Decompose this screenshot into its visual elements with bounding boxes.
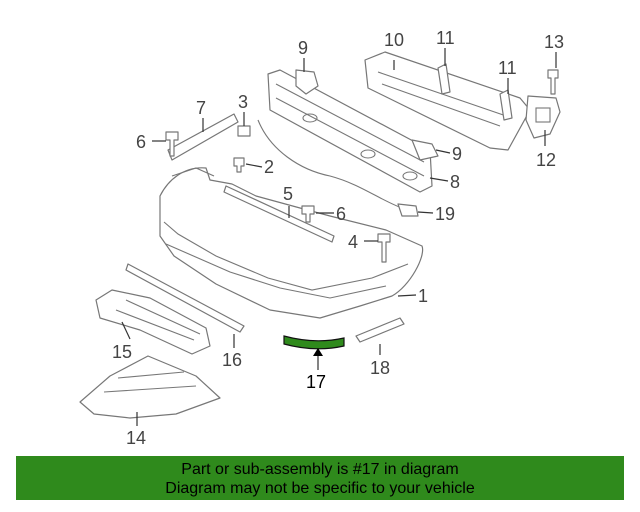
part-16-lower-strip[interactable] [125, 263, 245, 333]
part-15-air-deflector[interactable] [95, 289, 211, 355]
callout-2: 2 [264, 157, 274, 177]
part-5-side-rail[interactable] [223, 185, 335, 243]
callout-4: 4 [348, 232, 358, 252]
callout-9a: 9 [298, 38, 308, 58]
part-7-trim-strip[interactable] [167, 113, 239, 161]
part-13-bolt[interactable] [547, 69, 559, 95]
callout-15: 15 [112, 342, 132, 362]
part-11-bracket[interactable] [437, 63, 451, 95]
part-9-bracket[interactable] [295, 69, 319, 95]
part-11-bracket-2[interactable] [499, 89, 513, 121]
callout-5: 5 [283, 184, 293, 204]
callout-6b: 6 [336, 204, 346, 224]
leader-lines [121, 48, 557, 426]
part-19-wire-harness[interactable] [257, 119, 419, 217]
part-3-clip[interactable] [237, 125, 251, 137]
part-2-screw[interactable] [233, 157, 245, 173]
banner-line-1: Part or sub-assembly is #17 in diagram [181, 461, 459, 478]
callout-6a: 6 [136, 132, 146, 152]
part-1-bumper-cover[interactable] [159, 167, 424, 319]
callout-8: 8 [450, 172, 460, 192]
part-14-splash-shield[interactable] [79, 355, 221, 419]
callout-12: 12 [536, 150, 556, 170]
part-8-reinforcement[interactable] [267, 69, 433, 193]
callout-14: 14 [126, 428, 146, 448]
callout-13: 13 [544, 32, 564, 52]
callout-11a: 11 [436, 28, 455, 48]
callout-11b: 11 [498, 58, 517, 78]
part-17-highlighted[interactable] [283, 335, 345, 350]
callout-18: 18 [370, 358, 390, 378]
parts-diagram: 9 10 11 11 13 7 3 6 9 12 2 8 5 6 19 4 1 … [79, 28, 564, 448]
part-12-mount-bracket[interactable] [525, 95, 561, 139]
callout-16: 16 [222, 350, 242, 370]
callout-10: 10 [384, 30, 404, 50]
part-18-reflector-strip[interactable] [355, 317, 405, 343]
part-4-clip[interactable] [377, 233, 391, 263]
callout-9b: 9 [452, 144, 462, 164]
info-banner: Part or sub-assembly is #17 in diagram D… [16, 456, 624, 500]
callout-1: 1 [418, 286, 428, 306]
callout-19: 19 [435, 204, 455, 224]
callout-3: 3 [238, 92, 248, 112]
part-6-bolt-2[interactable] [301, 205, 315, 223]
part-9-bracket-2[interactable] [411, 139, 439, 161]
callout-7: 7 [196, 98, 206, 118]
part-6-bolt[interactable] [165, 131, 179, 157]
callout-17: 17 [306, 372, 326, 392]
part-10-energy-absorber[interactable] [364, 51, 531, 151]
banner-line-2: Diagram may not be specific to your vehi… [165, 480, 475, 497]
